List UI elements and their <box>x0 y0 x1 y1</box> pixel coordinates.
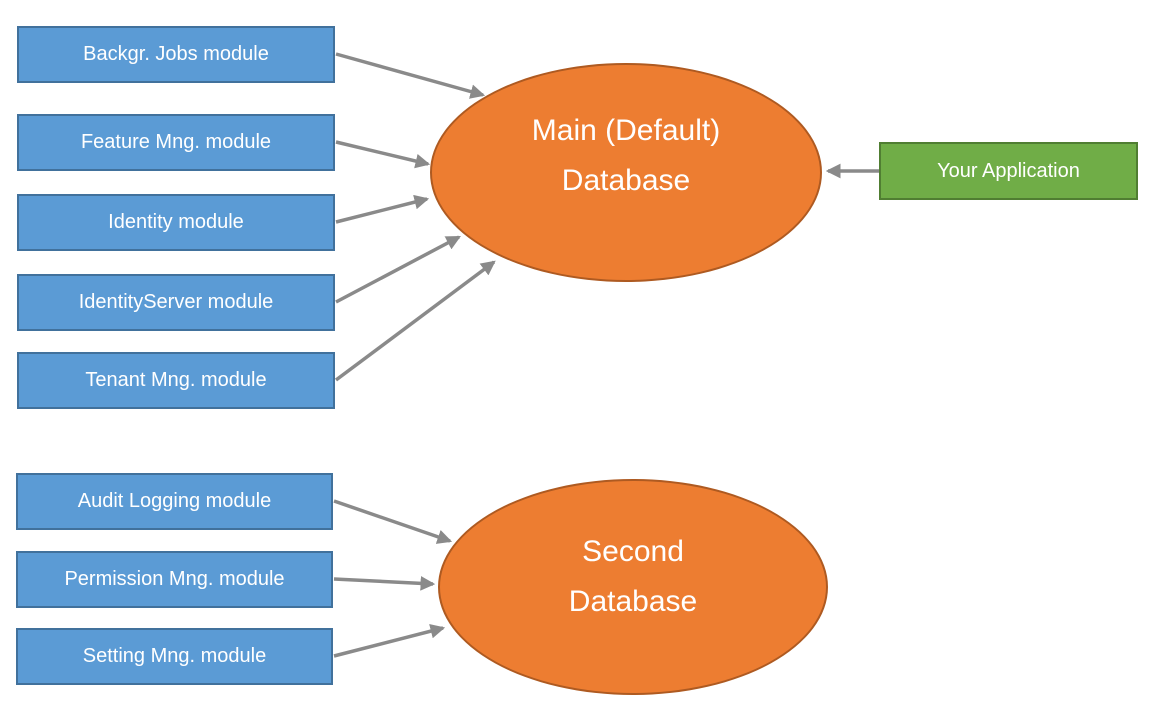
arrow-tenant-mng-to-main-db <box>334 260 496 382</box>
main-database-label-line2: Database <box>561 164 691 197</box>
module-label-audit-logging: Audit Logging module <box>77 490 272 512</box>
second-database-label-line2: Database <box>568 585 698 618</box>
arrow-audit-logging-to-second-db <box>333 499 453 544</box>
module-box-permission-mng: Permission Mng. module <box>16 551 333 608</box>
module-label-tenant-mng: Tenant Mng. module <box>85 369 267 391</box>
main-database-label: Main (Default) Database <box>432 106 820 206</box>
module-box-identity: Identity module <box>17 194 335 251</box>
your-application-box: Your Application <box>879 142 1138 200</box>
second-database-ellipse: Second Database <box>438 479 828 695</box>
module-box-identityserver: IdentityServer module <box>17 274 335 331</box>
arrow-identityserver-to-main-db <box>335 235 461 304</box>
module-label-backgr-jobs: Backgr. Jobs module <box>83 43 269 65</box>
arrow-permission-mng-to-second-db <box>333 576 436 591</box>
module-label-permission-mng: Permission Mng. module <box>64 568 285 590</box>
module-box-feature-mng: Feature Mng. module <box>17 114 335 171</box>
module-label-setting-mng: Setting Mng. module <box>82 645 267 667</box>
second-database-label: Second Database <box>440 527 826 627</box>
module-label-identity: Identity module <box>108 211 244 233</box>
module-box-setting-mng: Setting Mng. module <box>16 628 333 685</box>
module-label-feature-mng: Feature Mng. module <box>80 131 272 153</box>
module-box-backgr-jobs: Backgr. Jobs module <box>17 26 335 83</box>
arrow-backgr-jobs-to-main-db <box>335 52 486 99</box>
arrow-identity-to-main-db <box>335 194 430 224</box>
module-box-tenant-mng: Tenant Mng. module <box>17 352 335 409</box>
arrow-feature-mng-to-main-db <box>335 140 431 169</box>
module-box-audit-logging: Audit Logging module <box>16 473 333 530</box>
your-application-label: Your Application <box>937 159 1080 182</box>
main-database-ellipse: Main (Default) Database <box>430 63 822 282</box>
second-database-label-line1: Second <box>582 535 684 568</box>
module-label-identityserver: IdentityServer module <box>78 291 274 313</box>
main-database-label-line1: Main (Default) <box>531 114 721 147</box>
arrow-setting-mng-to-second-db <box>333 623 446 658</box>
